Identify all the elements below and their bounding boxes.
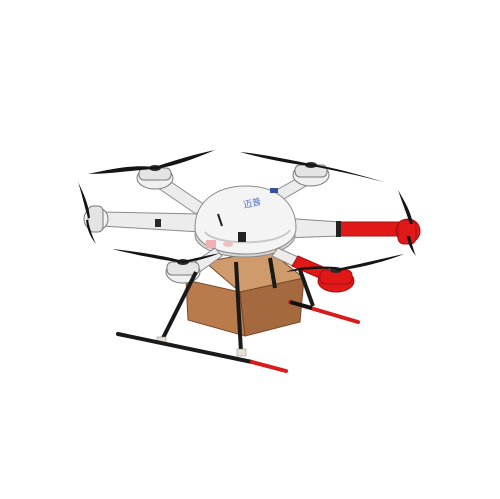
- propeller-upper-left: [88, 150, 215, 174]
- front-landing-legs: [116, 261, 288, 373]
- motor-upper-right: [240, 152, 384, 187]
- body-logo: 迈普: [242, 195, 262, 210]
- arm-right: [281, 190, 421, 256]
- cargo-box-side: [239, 277, 305, 337]
- motor-front-right: [286, 254, 404, 293]
- propeller-front-left: [112, 249, 220, 263]
- propeller-upper-right: [240, 152, 384, 182]
- back-landing-legs: [268, 257, 360, 324]
- propeller-right: [398, 190, 416, 256]
- propeller-front-right: [286, 254, 404, 272]
- body-dome: [194, 185, 297, 255]
- front-skid: [116, 332, 254, 364]
- antenna: [217, 213, 223, 227]
- motor-upper-left: [88, 150, 215, 190]
- cargo-box: [185, 249, 306, 337]
- arm-left: [78, 182, 201, 244]
- propeller-left: [78, 182, 96, 244]
- drone-body: 迈普: [194, 185, 297, 258]
